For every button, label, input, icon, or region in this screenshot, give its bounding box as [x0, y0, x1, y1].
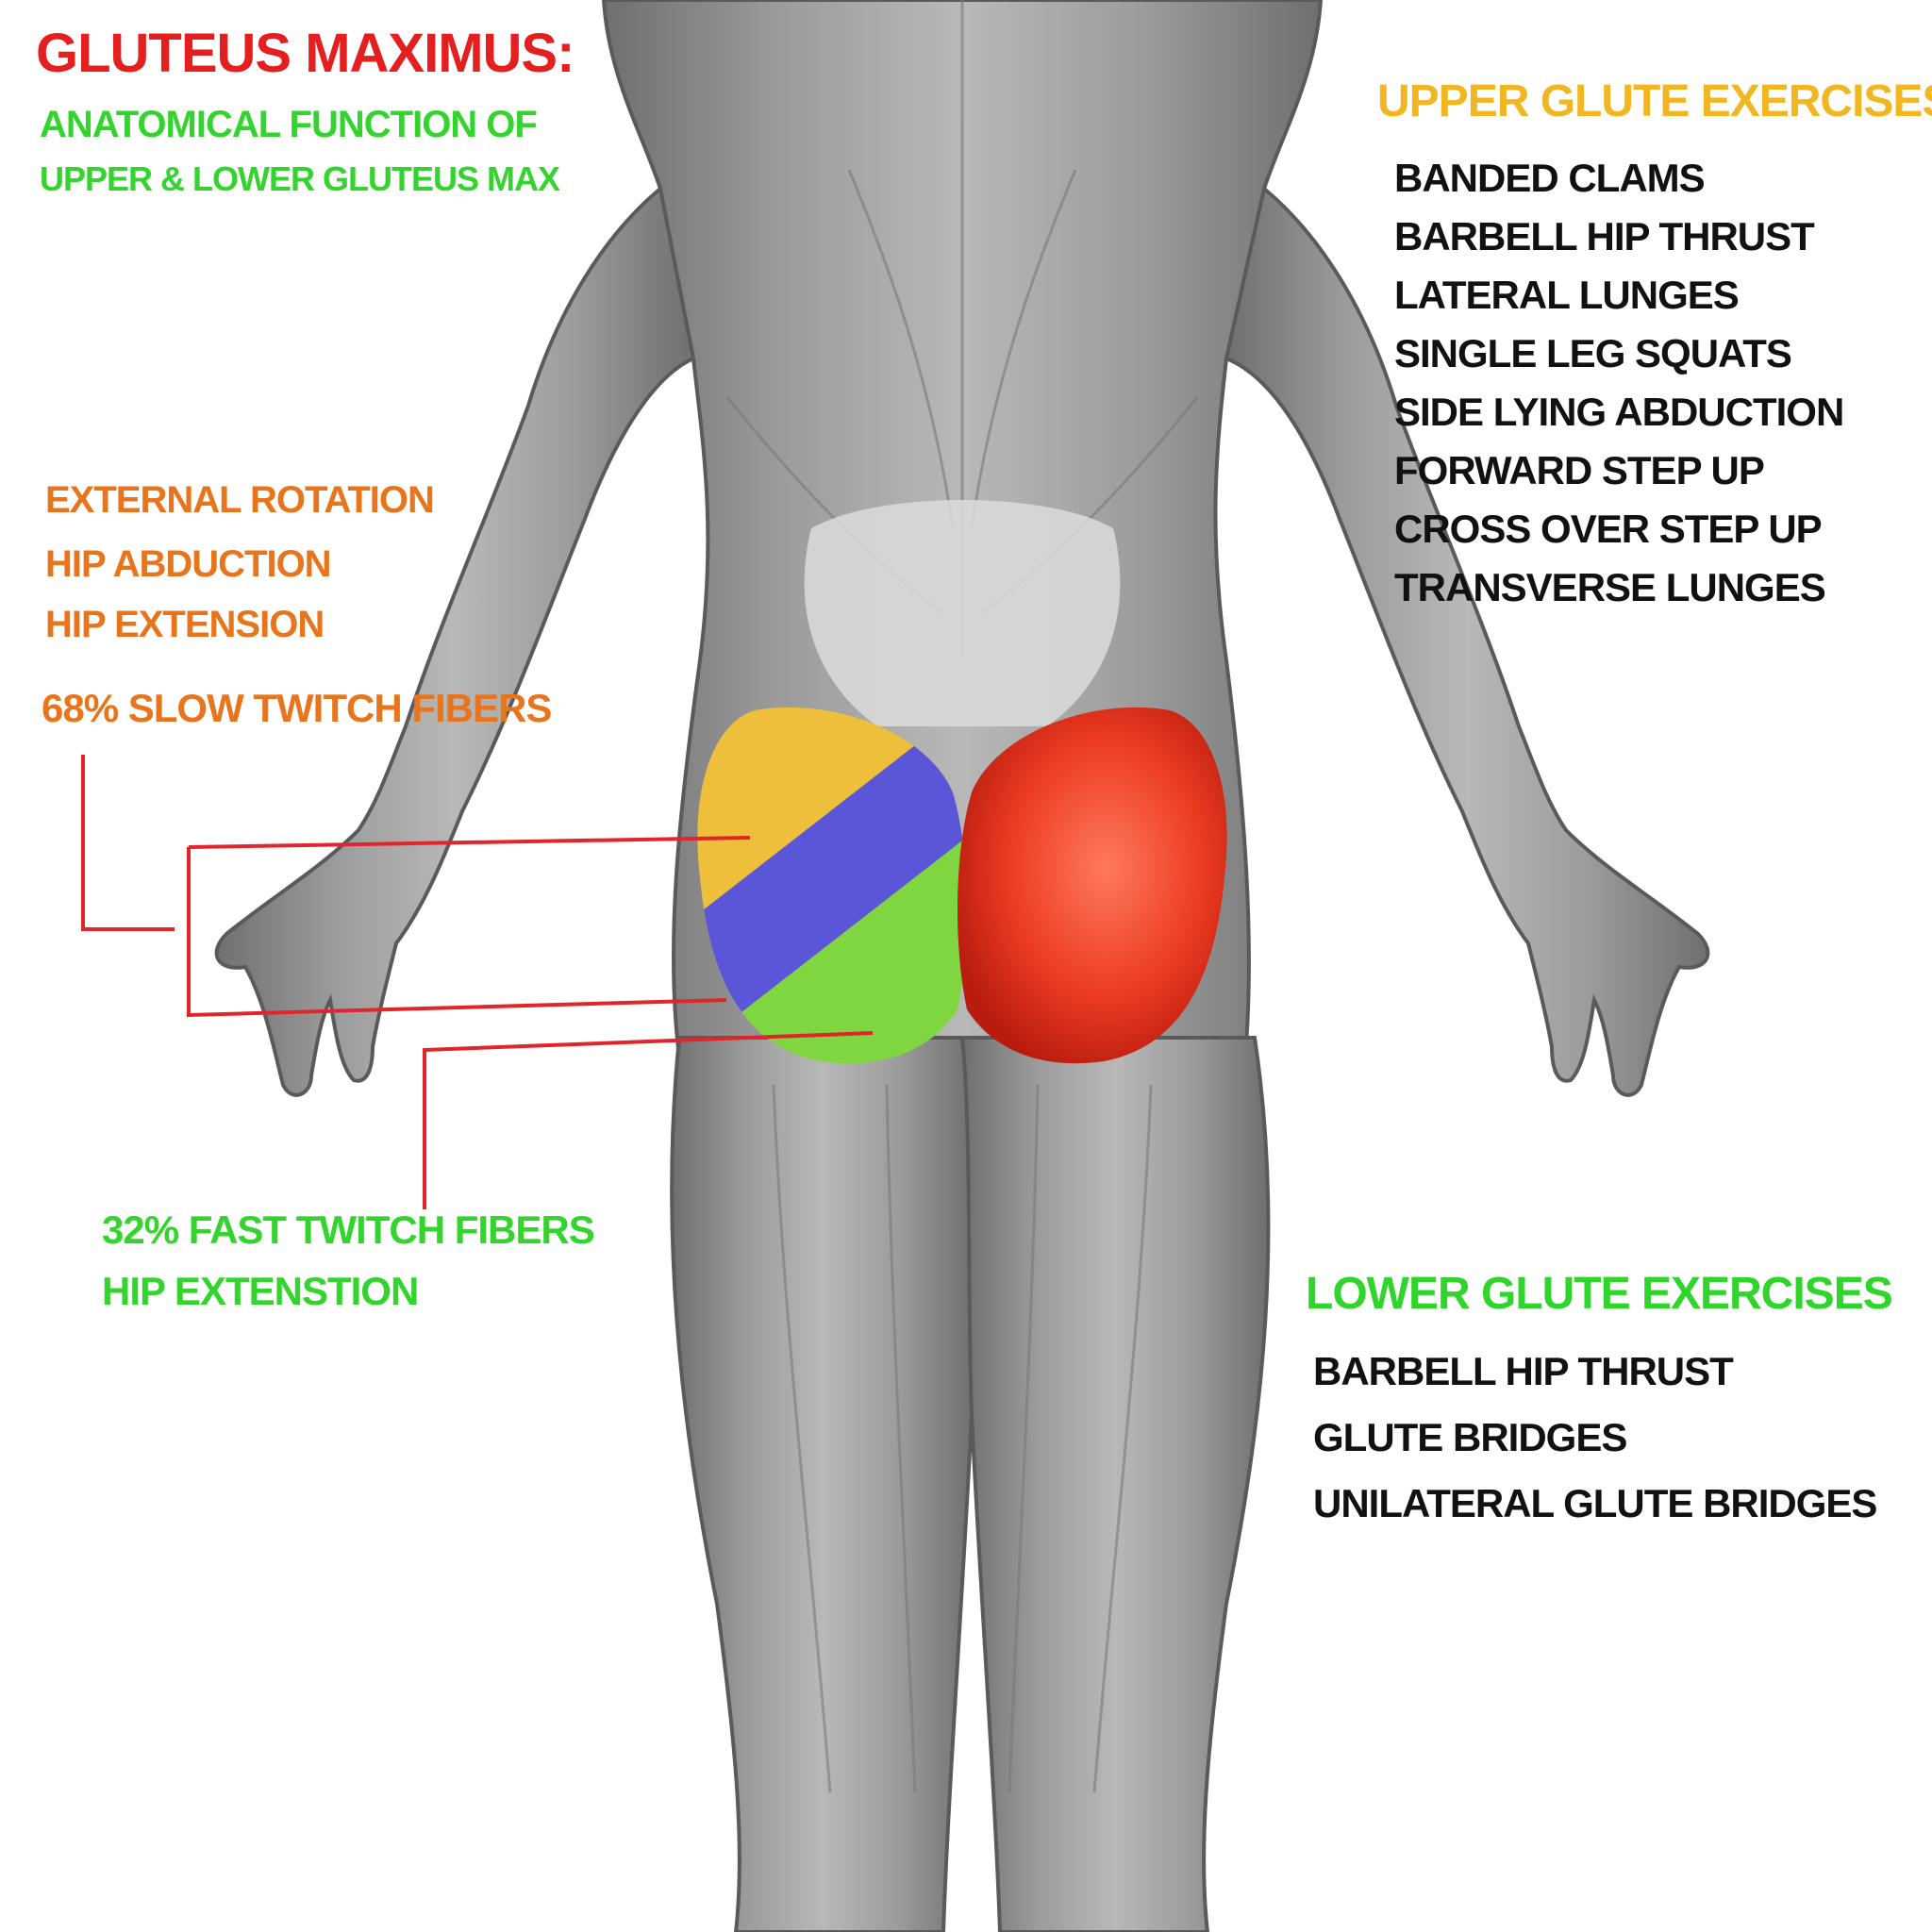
upper-exercise-item: FORWARD STEP UP: [1394, 448, 1765, 492]
leader-lines: [81, 755, 874, 1209]
lower-exercise-item: UNILATERAL GLUTE BRIDGES: [1313, 1481, 1877, 1525]
lower-exercise-item: BARBELL HIP THRUST: [1313, 1349, 1734, 1393]
upper-exercise-item: CROSS OVER STEP UP: [1394, 507, 1823, 551]
upper-exercise-item: SIDE LYING ABDUCTION: [1394, 390, 1844, 434]
right-gluteus-maximus: [957, 707, 1227, 1064]
upper-exercise-item: SINGLE LEG SQUATS: [1394, 331, 1792, 375]
lower-exercise-item: GLUTE BRIDGES: [1313, 1415, 1627, 1459]
fast-twitch-function: HIP EXTENSTION: [102, 1269, 419, 1313]
function-external-rotation: EXTERNAL ROTATION: [45, 479, 435, 521]
function-hip-abduction: HIP ABDUCTION: [45, 543, 332, 585]
upper-exercises-list: BANDED CLAMS BARBELL HIP THRUST LATERAL …: [1394, 156, 1844, 624]
lower-exercises-list: BARBELL HIP THRUST GLUTE BRIDGES UNILATE…: [1313, 1349, 1877, 1547]
upper-exercise-item: TRANSVERSE LUNGES: [1394, 565, 1826, 609]
fast-twitch-label: 32% FAST TWITCH FIBERS: [102, 1208, 595, 1252]
subtitle-line-2: UPPER & LOWER GLUTEUS MAX: [40, 159, 560, 198]
function-hip-extension: HIP EXTENSION: [45, 604, 325, 645]
subtitle-line-1: ANATOMICAL FUNCTION OF: [40, 104, 538, 145]
upper-exercises-heading: UPPER GLUTE EXERCISES: [1377, 76, 1932, 126]
lumbar-fascia: [804, 500, 1121, 726]
page-title: GLUTEUS MAXIMUS:: [36, 23, 575, 84]
upper-exercise-item: BARBELL HIP THRUST: [1394, 214, 1815, 258]
upper-exercise-item: LATERAL LUNGES: [1394, 273, 1740, 317]
slow-twitch-label: 68% SLOW TWITCH FIBERS: [42, 686, 552, 730]
lower-exercises-heading: LOWER GLUTE EXERCISES: [1306, 1269, 1893, 1319]
upper-exercise-item: BANDED CLAMS: [1394, 156, 1706, 200]
